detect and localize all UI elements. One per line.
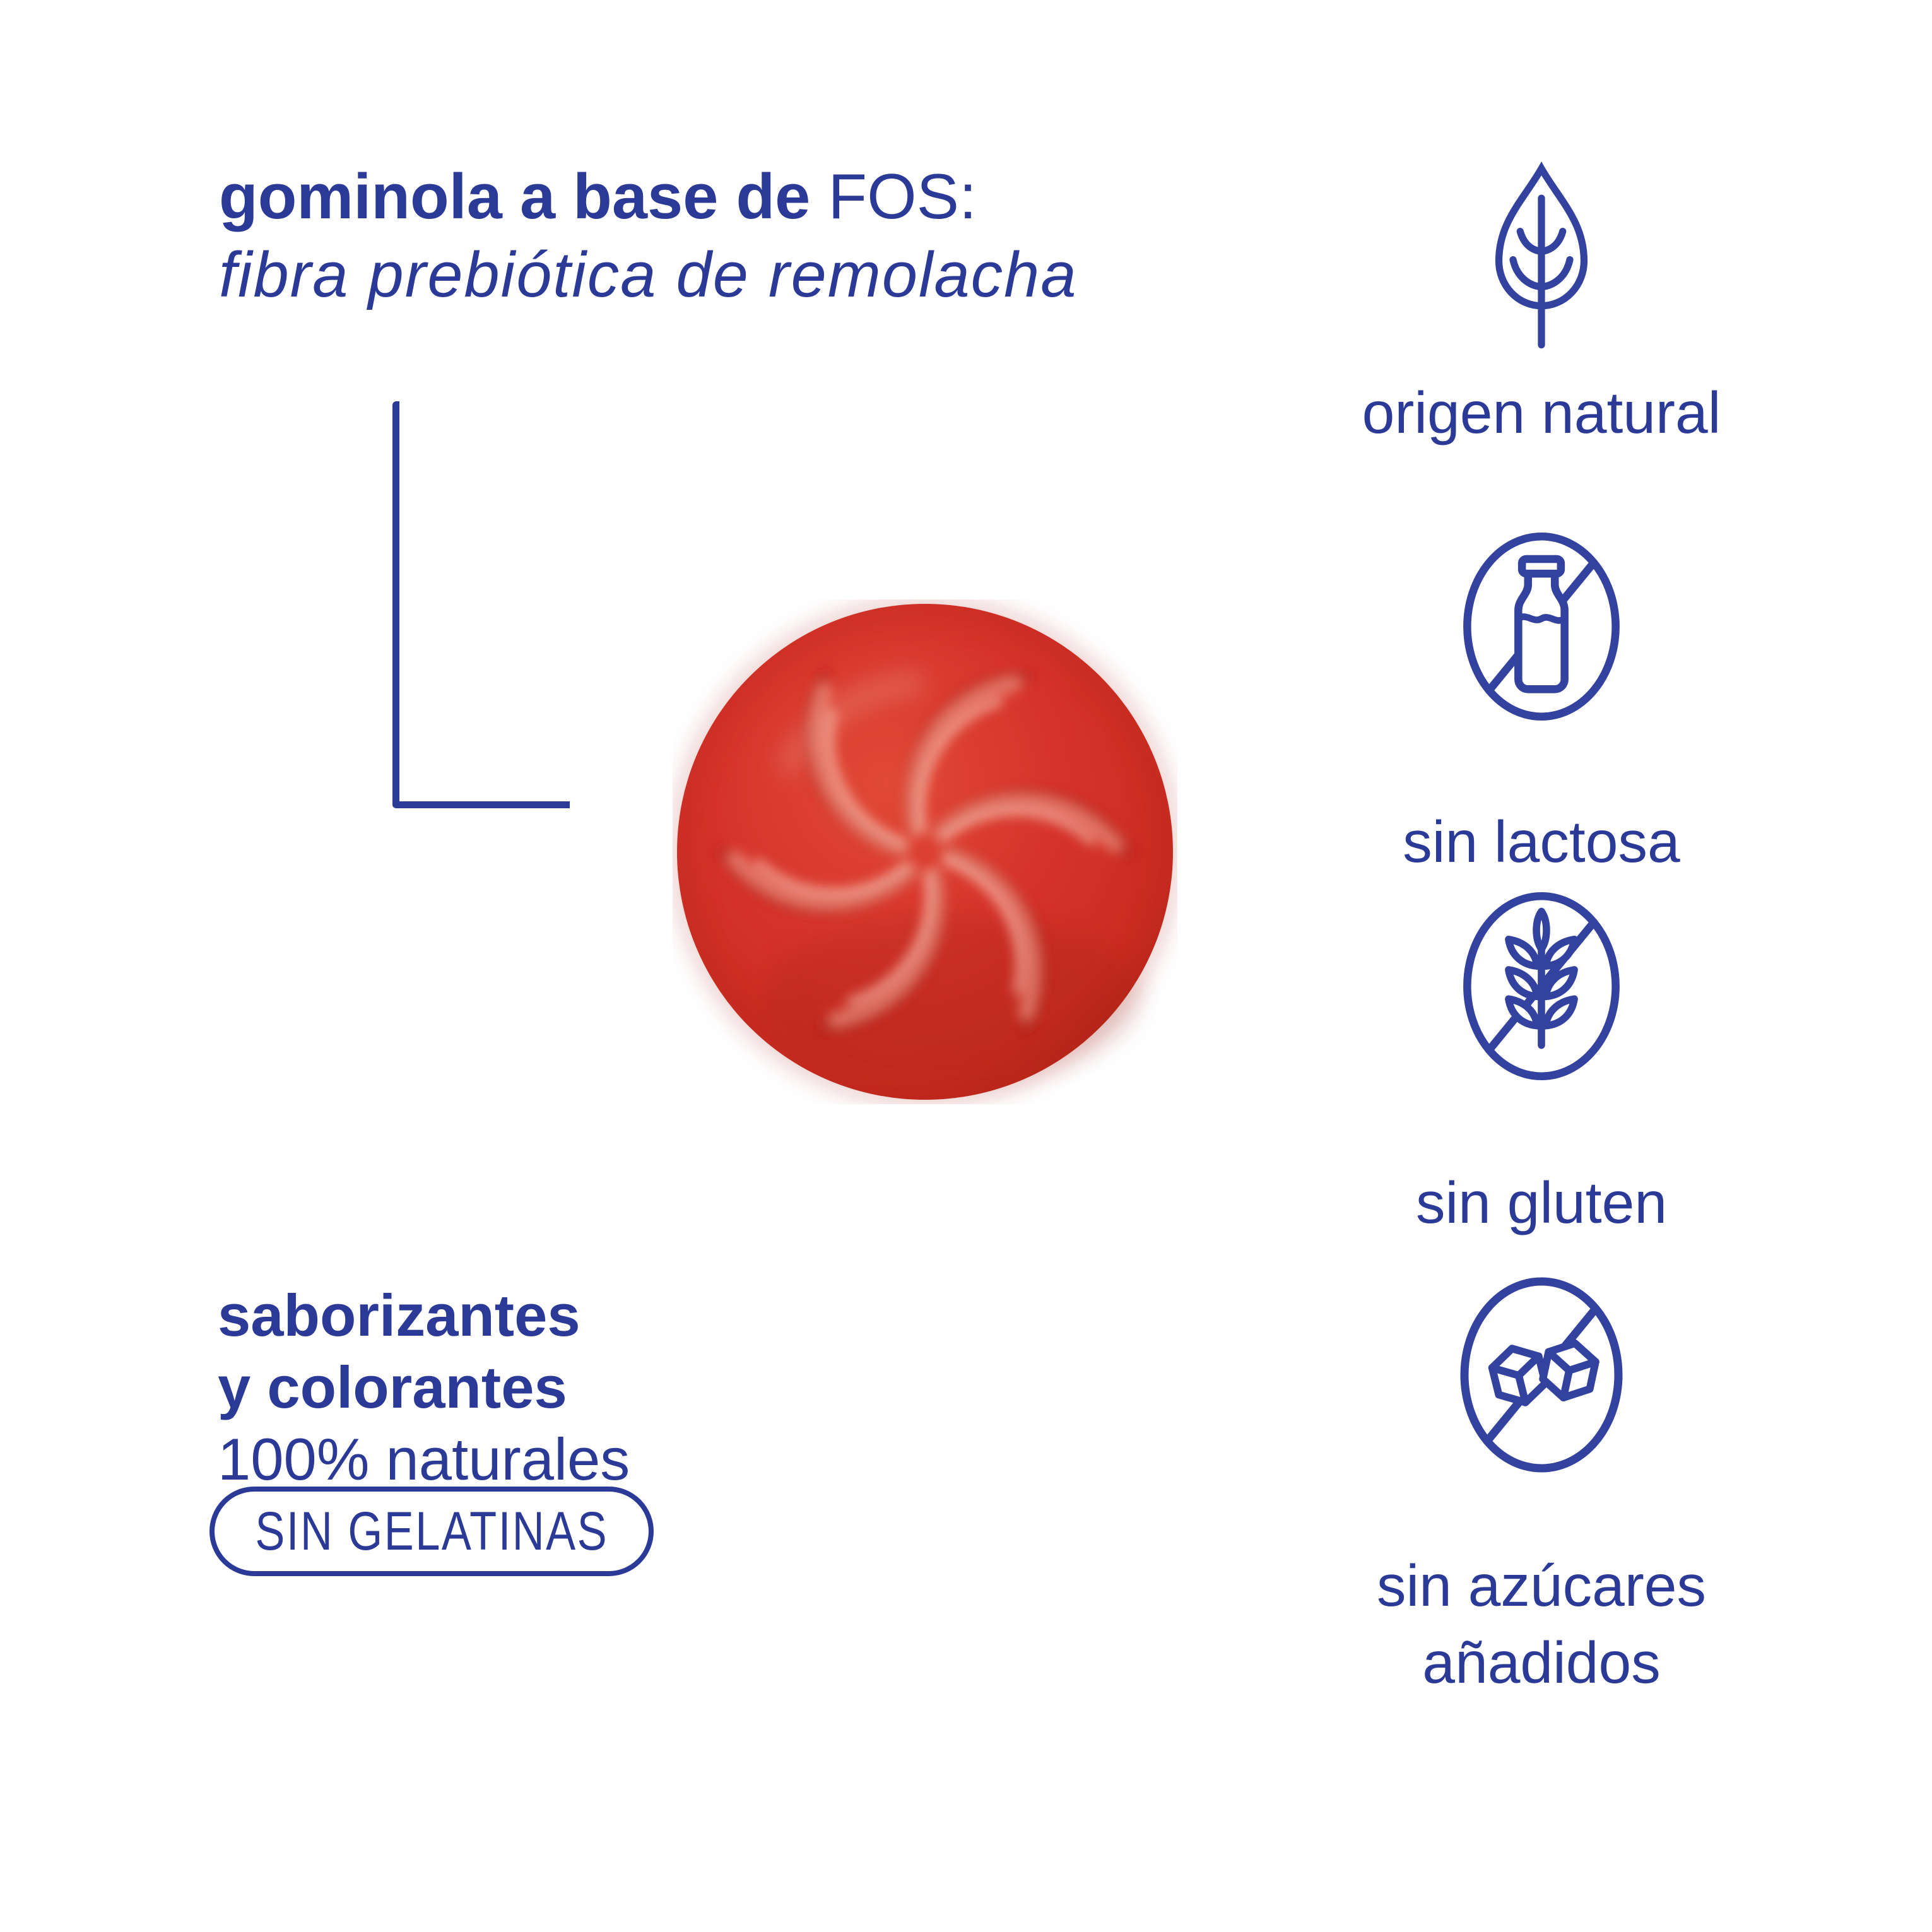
title-subtitle: fibra prebiótica de remolacha bbox=[219, 240, 1078, 310]
title-bold-text: gominola a base de bbox=[219, 162, 828, 232]
benefit-label-sin-lactosa: sin lactosa bbox=[1403, 809, 1680, 875]
sin-gelatinas-badge-label: SIN GELATINAS bbox=[255, 1500, 608, 1562]
sin-gelatinas-badge: SIN GELATINAS bbox=[209, 1487, 654, 1576]
note-line1: saborizantes bbox=[218, 1282, 580, 1348]
ingredients-note: saborizantes y colorantes 100% naturales bbox=[218, 1280, 630, 1495]
no-gluten-icon bbox=[1463, 892, 1620, 1080]
benefit-label-sin-gluten: sin gluten bbox=[1415, 1170, 1668, 1235]
leaf-icon bbox=[1495, 162, 1588, 349]
gummy-product-image bbox=[674, 601, 1176, 1103]
callout-bracket bbox=[392, 401, 570, 808]
page-title: gominola a base de FOS: fibra prebiótica… bbox=[219, 158, 1078, 314]
benefit-label-origen-natural: origen natural bbox=[1362, 380, 1721, 445]
note-line3: 100% naturales bbox=[218, 1426, 630, 1492]
note-line2: y colorantes bbox=[218, 1354, 567, 1420]
title-acronym: FOS: bbox=[828, 162, 977, 232]
no-added-sugar-icon bbox=[1460, 1277, 1623, 1473]
benefit-label-sin-azucares: sin azúcares añadidos bbox=[1376, 1553, 1707, 1695]
no-lactose-icon bbox=[1463, 533, 1620, 721]
title-line1: gominola a base de FOS: bbox=[219, 158, 1078, 236]
